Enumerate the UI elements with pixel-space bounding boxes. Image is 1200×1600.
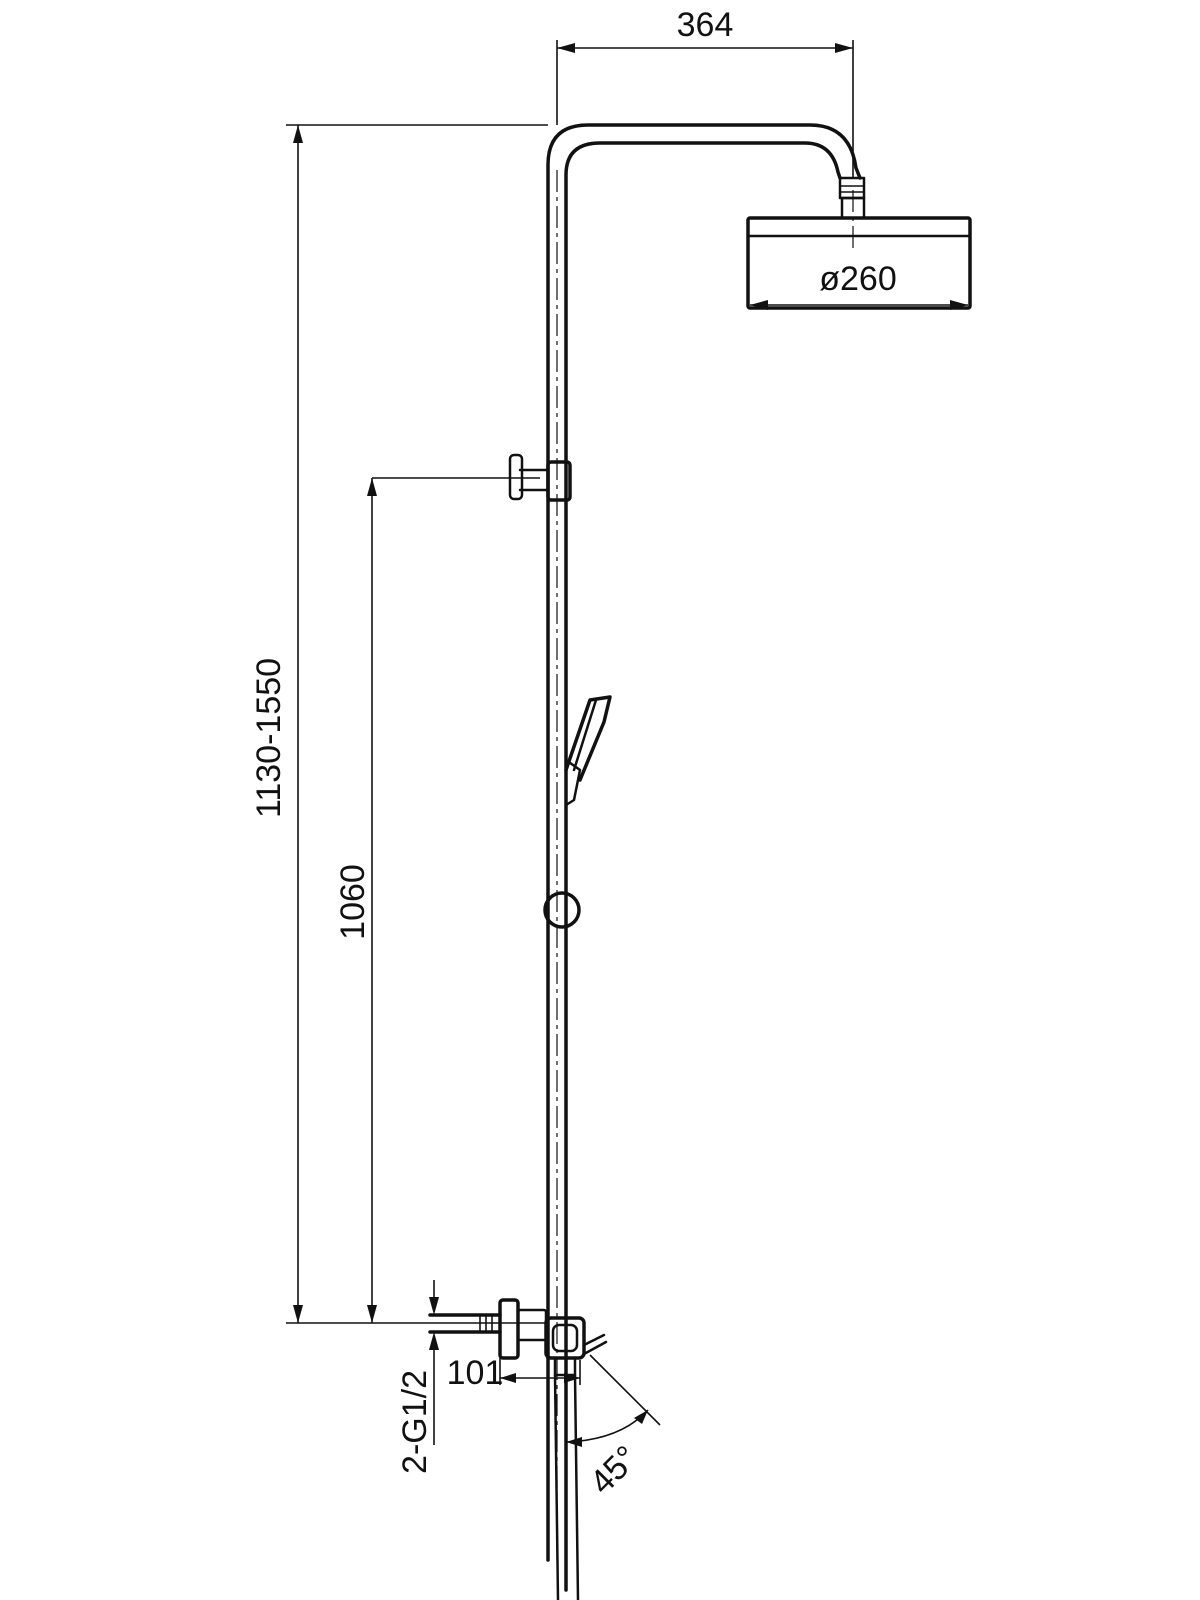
hand-shower [564,695,612,807]
dimension-inlet-offset-label: 101 [447,1354,504,1392]
dimension-arm-reach [556,40,854,178]
overhead-shower-head [746,190,972,310]
dimension-total-height [286,124,548,1324]
dimension-inlet-thread [429,1280,439,1445]
dimension-lever-angle-label: 45° [583,1439,646,1502]
dimension-total-height-label: 1130-1550 [250,658,288,818]
dimension-inlet-offset [499,1358,581,1385]
upper-wall-bracket [372,453,572,502]
inlet-connector [428,1298,548,1360]
dimension-arm-reach-label: 364 [677,6,734,44]
shower-arm-connector [838,176,866,220]
dimension-inlet-thread-label: 2-G1/2 [396,1370,434,1474]
mixer-valve [544,1316,608,1600]
dimension-head-diameter [750,300,968,310]
riser-pipe [546,123,862,1592]
dimension-head-diameter-label: ø260 [819,260,897,298]
slide-holder-knob [543,891,581,929]
dimension-bracket-height-label: 1060 [334,864,372,940]
dimension-bracket-height [367,478,377,1323]
dimension-lever-angle [565,1354,661,1447]
